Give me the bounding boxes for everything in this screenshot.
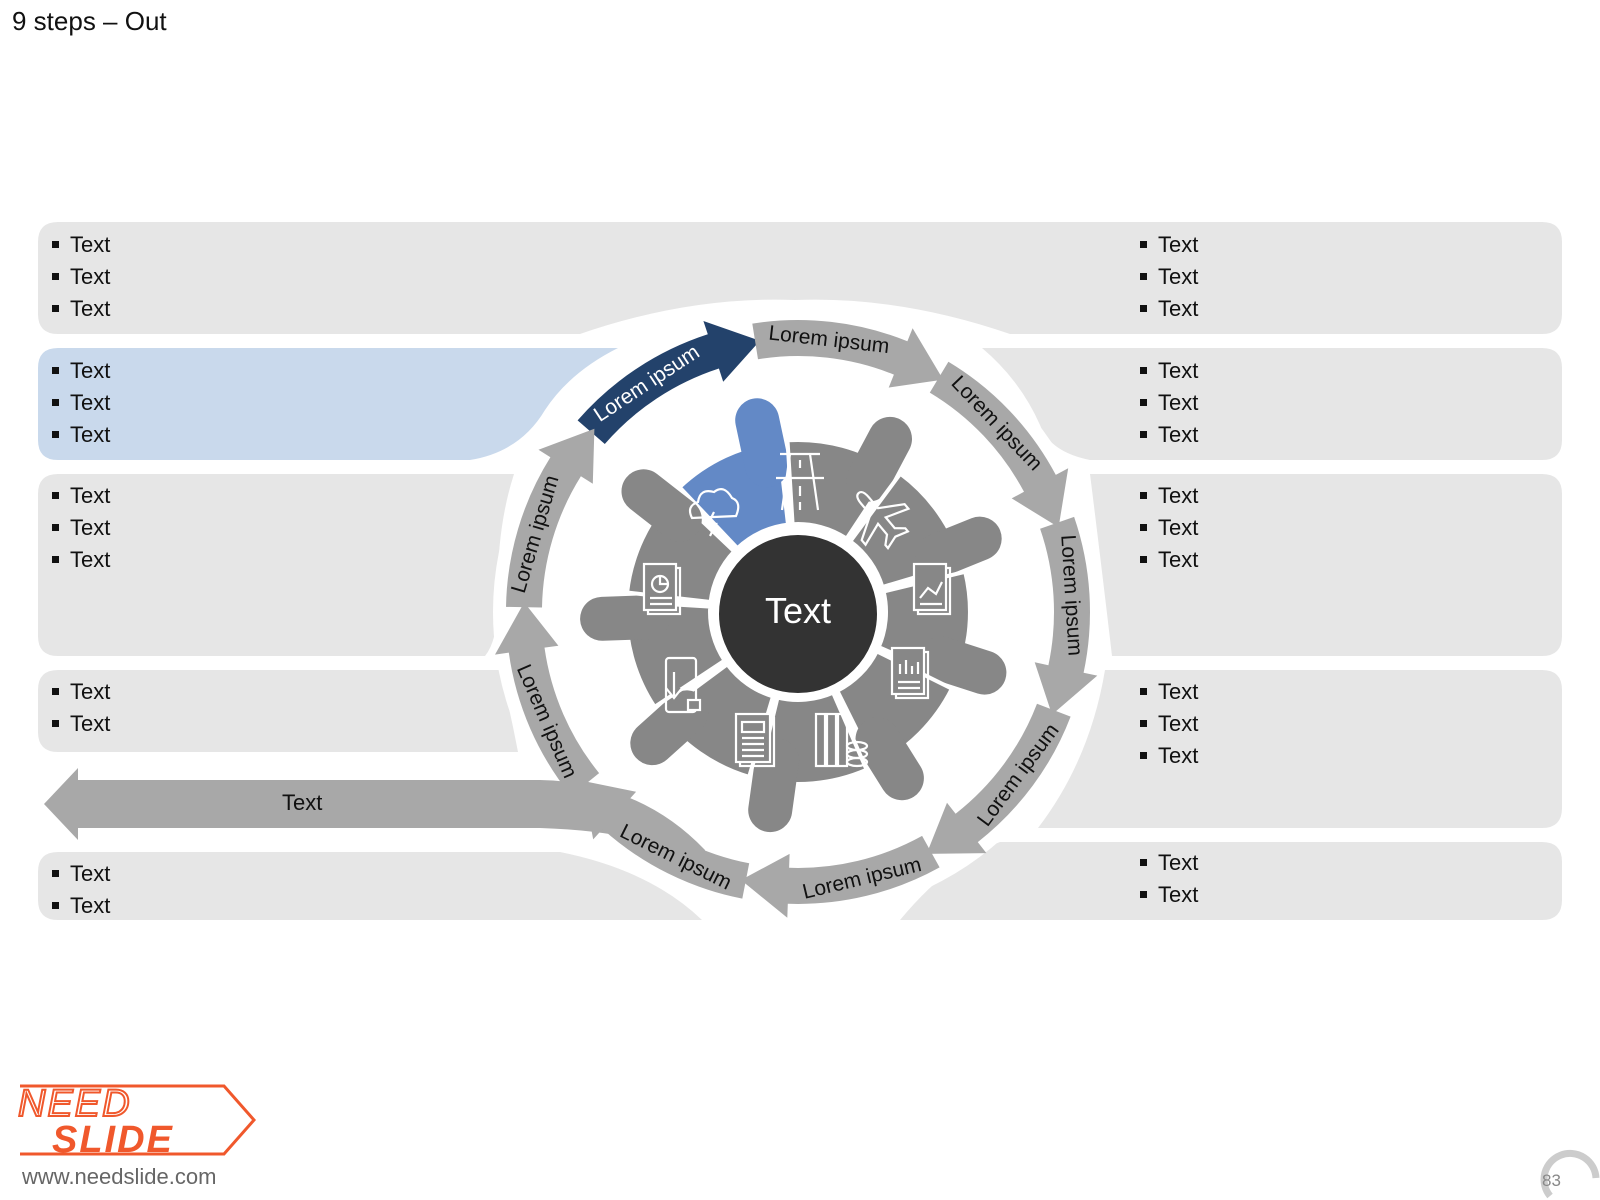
- list-item: Text: [50, 229, 110, 261]
- phone-download-icon: [664, 656, 702, 714]
- needslide-logo: NEED SLIDE: [17, 1082, 257, 1161]
- petal-icons: [642, 452, 952, 768]
- list-item: Text: [50, 858, 110, 890]
- list-item: Text: [50, 708, 110, 740]
- list-item: Text: [1138, 480, 1198, 512]
- petal-bar: [915, 516, 1002, 578]
- list-item: Text: [1138, 544, 1198, 576]
- text-panels: [38, 222, 1562, 920]
- right-box-2: Text Text Text: [1138, 355, 1198, 451]
- pie-chart-report-icon: [642, 562, 682, 616]
- exit-arrow-label: Text: [282, 790, 323, 815]
- right-box-1: Text Text Text: [1138, 229, 1198, 325]
- list-item: Text: [50, 676, 110, 708]
- ring-arrow-shape: [752, 320, 944, 388]
- website-url[interactable]: www.needslide.com: [22, 1164, 217, 1189]
- list-item: Text: [50, 890, 110, 922]
- list-item: Text: [1138, 229, 1198, 261]
- list-item: Text: [1138, 676, 1198, 708]
- list-item: Text: [1138, 261, 1198, 293]
- list-item: Text: [1138, 387, 1198, 419]
- logo-text-line-1: NEED: [18, 1083, 132, 1125]
- cloud-lightning-icon: [688, 488, 740, 537]
- list-item: Text: [50, 480, 110, 512]
- ring-arrow-shape: [929, 361, 1069, 528]
- left-box-4: Text Text: [50, 676, 110, 740]
- panel-left-4[interactable]: [38, 670, 518, 752]
- hub-label: Text: [764, 590, 832, 631]
- ring-arrow-shape: [577, 321, 760, 444]
- panel-left-5[interactable]: [38, 852, 702, 920]
- line-chart-report-icon: [912, 562, 952, 616]
- list-item: Text: [1138, 879, 1198, 911]
- list-item: Text: [50, 387, 110, 419]
- ring-arrow-shape: [926, 703, 1071, 854]
- panel-right-5[interactable]: [900, 842, 1562, 920]
- list-item: Text: [1138, 293, 1198, 325]
- panel-top: [38, 222, 1562, 334]
- right-box-3: Text Text Text: [1138, 480, 1198, 576]
- list-item: Text: [50, 293, 110, 325]
- petal-bar: [918, 636, 1007, 695]
- petal-segment[interactable]: [580, 595, 728, 710]
- petal-bar: [735, 398, 789, 488]
- bar-chart-report-icon: [890, 646, 930, 700]
- airplane-icon: [856, 490, 911, 550]
- right-box-5: Text Text: [1138, 847, 1198, 911]
- list-item: Text: [1138, 847, 1198, 879]
- hub-circle: [713, 529, 883, 699]
- list-item: Text: [50, 419, 110, 451]
- binders-coins-icon: [814, 712, 869, 768]
- slide-title: 9 steps – Out: [12, 6, 167, 36]
- petal-segment[interactable]: [785, 416, 912, 542]
- list-item: Text: [1138, 512, 1198, 544]
- list-item: Text: [50, 261, 110, 293]
- panel-right-3[interactable]: [1090, 474, 1562, 656]
- left-box-5: Text Text: [50, 858, 110, 922]
- ring-arrow-shape: [741, 835, 940, 918]
- list-item: Text: [50, 544, 110, 576]
- panel-left-3[interactable]: [38, 474, 514, 656]
- logo-text-line-2: SLIDE: [52, 1119, 174, 1161]
- right-box-4: Text Text Text: [1138, 676, 1198, 772]
- ring-arrow-shape: [495, 602, 600, 796]
- list-item: Text: [1138, 419, 1198, 451]
- newspaper-icon: [734, 712, 776, 768]
- highway-icon: [776, 452, 824, 511]
- petal-bar: [855, 717, 924, 801]
- ring-arrow-shape: [506, 428, 595, 608]
- list-item: Text: [1138, 355, 1198, 387]
- petal-bar: [846, 416, 912, 502]
- petal-bar: [748, 738, 800, 833]
- left-box-3: Text Text Text: [50, 480, 110, 576]
- page-badge-icon: [1540, 1149, 1600, 1199]
- left-box-2: Text Text Text: [50, 355, 110, 451]
- list-item: Text: [50, 355, 110, 387]
- panel-right-4[interactable]: [1038, 670, 1562, 828]
- ring-arrow-shape: [1034, 516, 1098, 715]
- panel-right-2[interactable]: [982, 348, 1562, 460]
- left-box-1: Text Text Text: [50, 229, 110, 325]
- ring-arrow-shape: [582, 780, 750, 899]
- panel-left-2[interactable]: [38, 348, 618, 460]
- petal-bar: [621, 469, 702, 542]
- petal-bar: [580, 595, 671, 641]
- list-item: Text: [1138, 708, 1198, 740]
- ring-arrow[interactable]: Lorem ipsum: [752, 320, 944, 388]
- petal-bar: [630, 690, 709, 766]
- petal-segment[interactable]: [676, 398, 791, 552]
- petals: [580, 398, 1007, 833]
- list-item: Text: [50, 512, 110, 544]
- list-item: Text: [1138, 740, 1198, 772]
- ring-arrow[interactable]: Lorem ipsum: [1034, 516, 1098, 715]
- page-number: 83: [1542, 1171, 1561, 1190]
- exit-arrow[interactable]: [44, 768, 705, 868]
- petal-segment[interactable]: [748, 690, 870, 833]
